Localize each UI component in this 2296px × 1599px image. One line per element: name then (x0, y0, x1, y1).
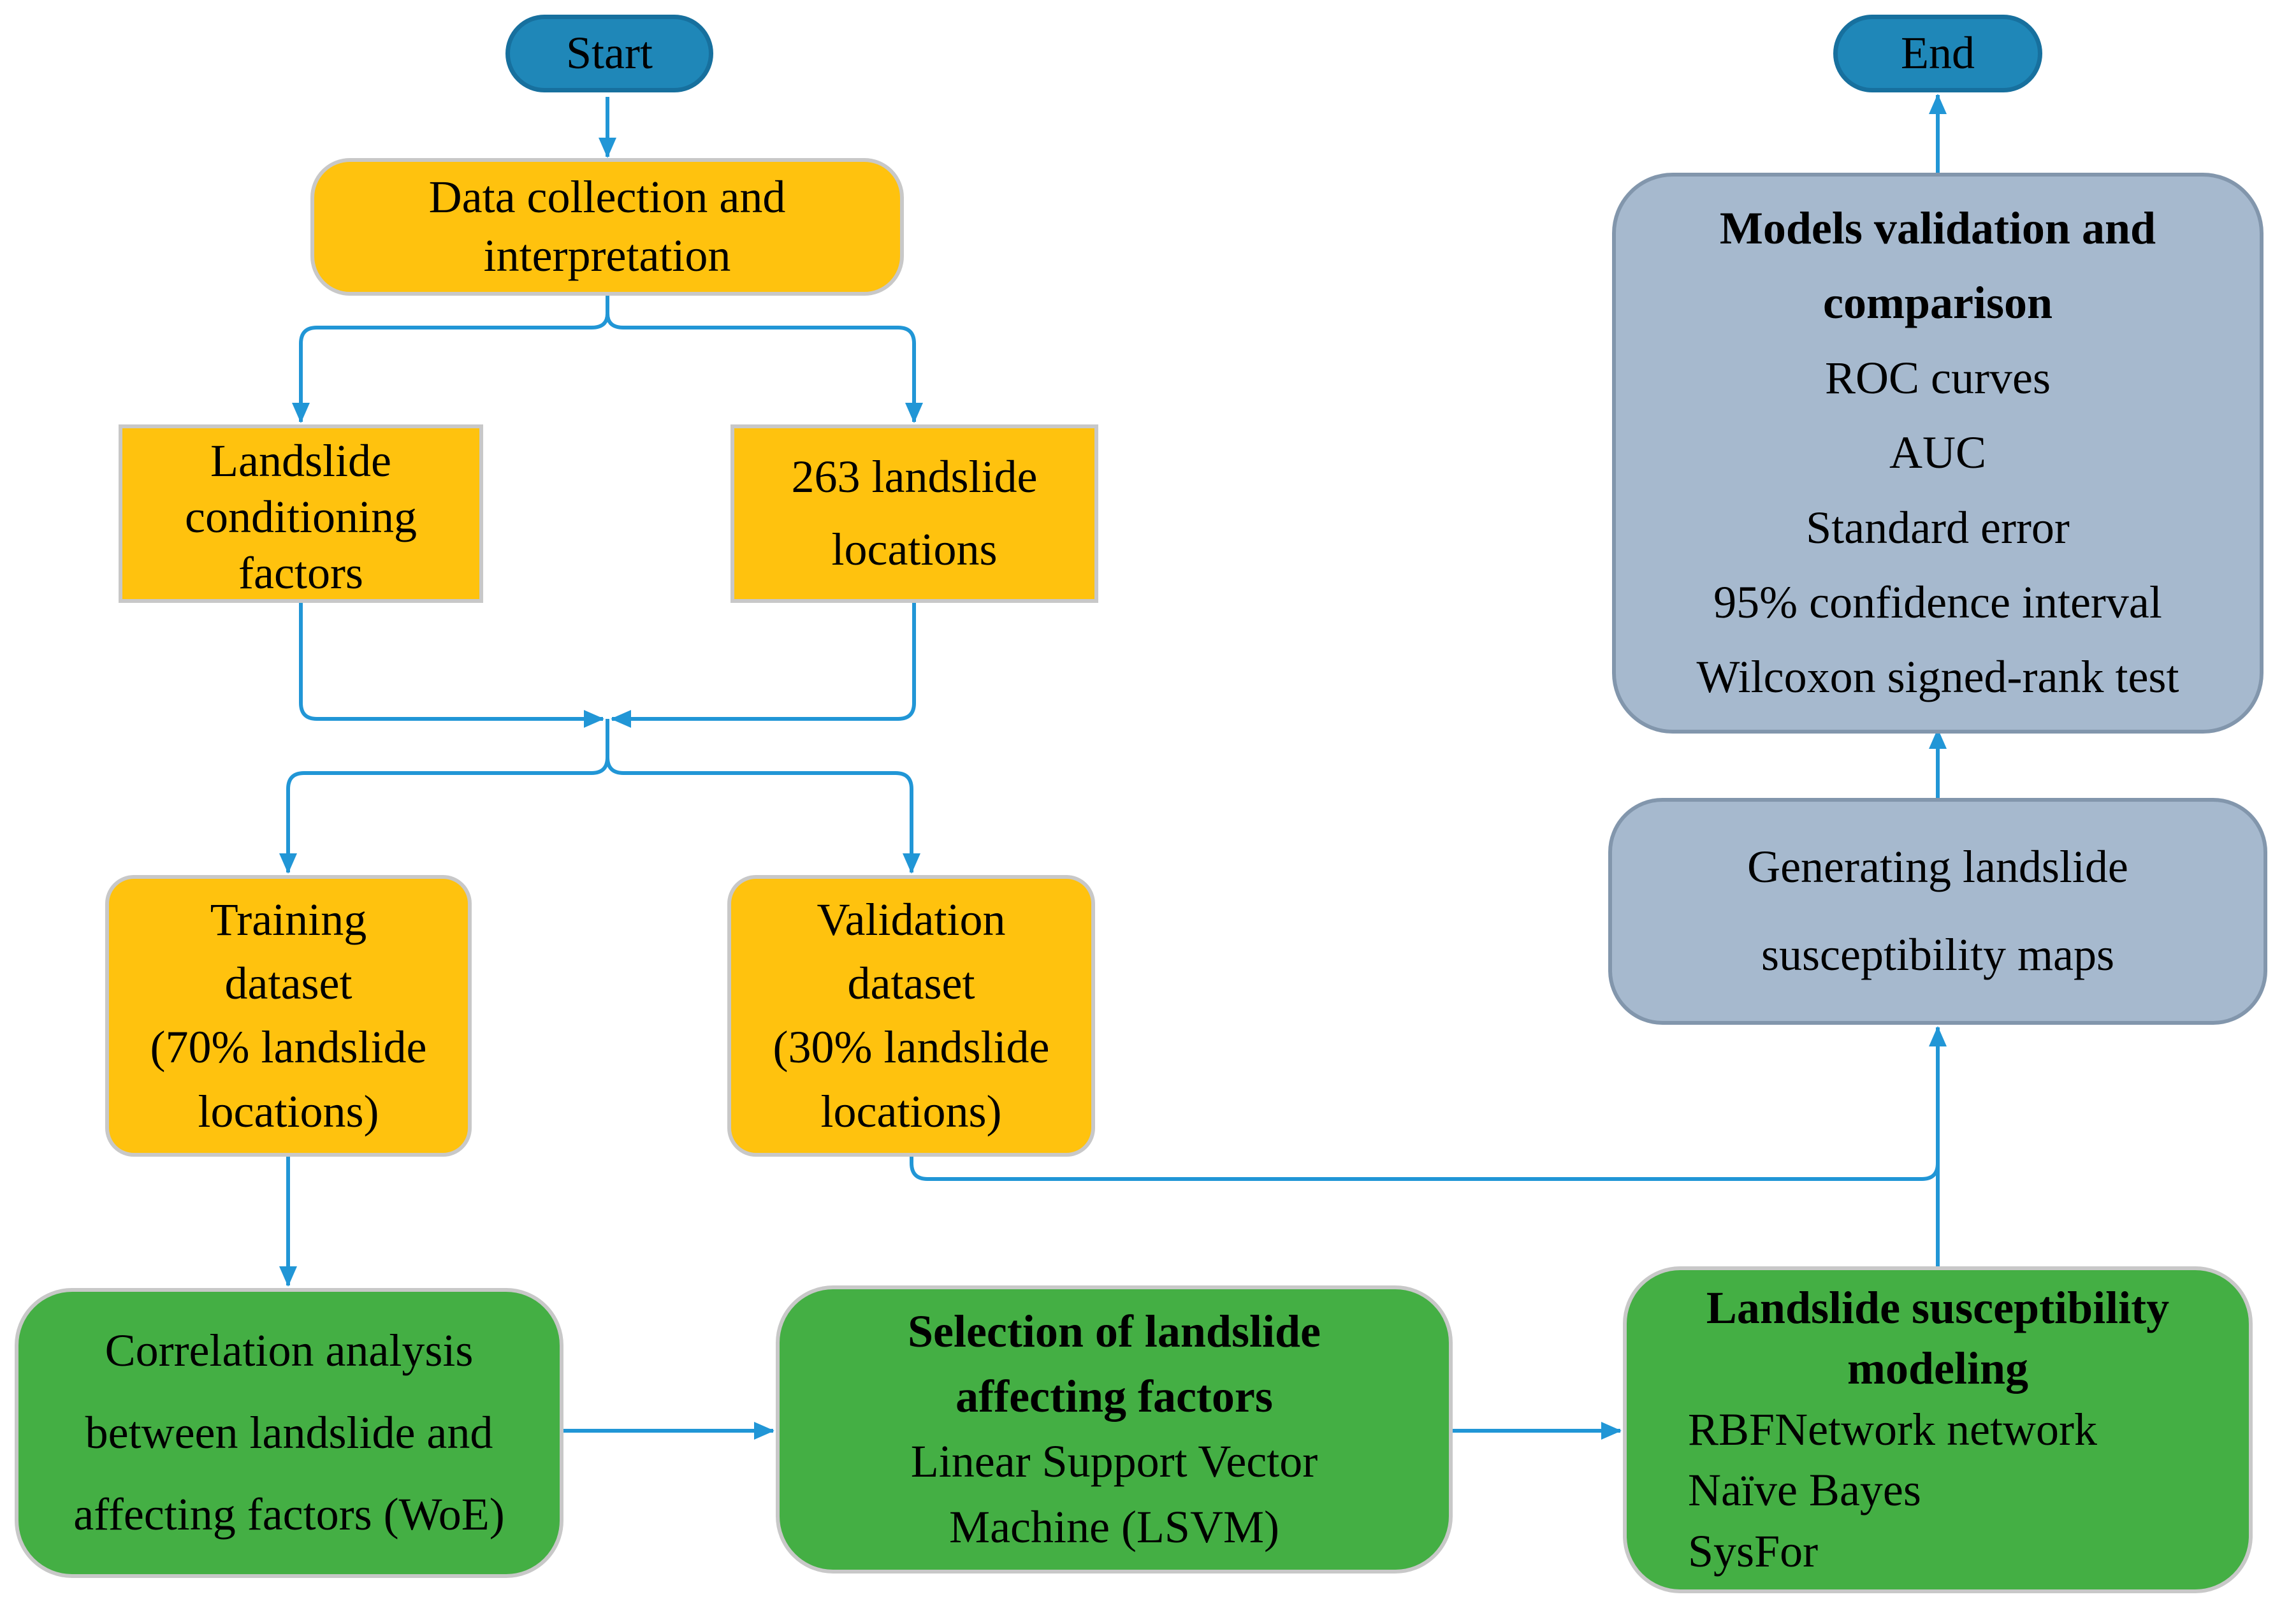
node-text: Linear Support Vector (910, 1436, 1318, 1487)
node-title: Selection of landslide (907, 1305, 1321, 1357)
node-text: susceptibility maps (1761, 929, 2114, 981)
arrow-locations-to-junction (611, 603, 916, 728)
node-text: between landslide and (85, 1407, 493, 1458)
node-models-validation: Models validation and comparison ROC cur… (1612, 173, 2263, 734)
node-landslide-locations: 263 landslide locations (730, 424, 1098, 603)
node-conditioning-factors: Landslide conditioning factors (119, 424, 483, 603)
node-text: Training (210, 894, 367, 945)
arrow-junction-to-validation (606, 719, 920, 874)
arrow-data-to-landslide-locations (606, 296, 923, 423)
node-correlation-analysis: Correlation analysis between landslide a… (15, 1288, 563, 1578)
node-training-dataset: Training dataset (70% landslide location… (105, 875, 472, 1157)
node-text: dataset (224, 957, 352, 1009)
node-list-item: Standard error (1806, 502, 2070, 553)
node-text: Machine (LSVM) (949, 1501, 1279, 1552)
node-end: End (1833, 15, 2042, 92)
node-list-item: AUC (1889, 427, 1986, 479)
node-text: factors (238, 547, 363, 598)
node-text: 263 landslide (791, 451, 1038, 503)
node-data-collection: Data collection and interpretation (310, 158, 904, 296)
node-generating-maps: Generating landslide susceptibility maps (1608, 798, 2267, 1025)
start-label: Start (566, 27, 653, 79)
node-list-item: SysFor (1688, 1525, 1819, 1577)
node-text: Validation (817, 894, 1006, 945)
node-text: (70% landslide (150, 1022, 427, 1073)
node-text: locations) (820, 1085, 1002, 1137)
node-title: modeling (1847, 1343, 2029, 1394)
node-text: affecting factors (WoE) (73, 1489, 505, 1540)
node-list-item: RBFNetwork network (1688, 1403, 2097, 1455)
node-text: locations) (198, 1085, 379, 1137)
arrow-junction-to-training (279, 719, 609, 874)
node-title: Landslide susceptibility (1706, 1282, 2170, 1333)
arrow-conditioning-to-junction (299, 603, 604, 728)
node-text: locations (831, 523, 998, 575)
node-text: conditioning (185, 491, 417, 542)
line-validation-to-modeling-wire (910, 1157, 1940, 1181)
node-title: Models validation and (1719, 202, 2156, 254)
node-list-item: Wilcoxon signed-rank test (1696, 651, 2179, 703)
end-label: End (1901, 27, 1975, 79)
node-text: Data collection and (428, 171, 786, 223)
node-text: Correlation analysis (105, 1324, 474, 1376)
node-title: comparison (1823, 277, 2053, 329)
arrow-data-to-conditioning-factors (292, 296, 609, 423)
node-text: Generating landslide (1747, 841, 2128, 892)
node-list-item: ROC curves (1825, 352, 2051, 403)
node-text: (30% landslide (773, 1022, 1050, 1073)
node-text: Landslide (210, 435, 391, 486)
node-validation-dataset: Validation dataset (30% landslide locati… (727, 875, 1095, 1157)
node-list-item: Naïve Bayes (1688, 1465, 1921, 1516)
node-text: dataset (847, 957, 975, 1009)
node-factor-selection: Selection of landslide affecting factors… (776, 1285, 1453, 1574)
node-text: interpretation (483, 230, 731, 282)
node-susceptibility-modeling: Landslide susceptibility modeling RBFNet… (1623, 1266, 2253, 1593)
node-title: affecting factors (955, 1370, 1273, 1422)
node-list-item: 95% confidence interval (1713, 576, 2162, 628)
node-start: Start (505, 15, 713, 92)
